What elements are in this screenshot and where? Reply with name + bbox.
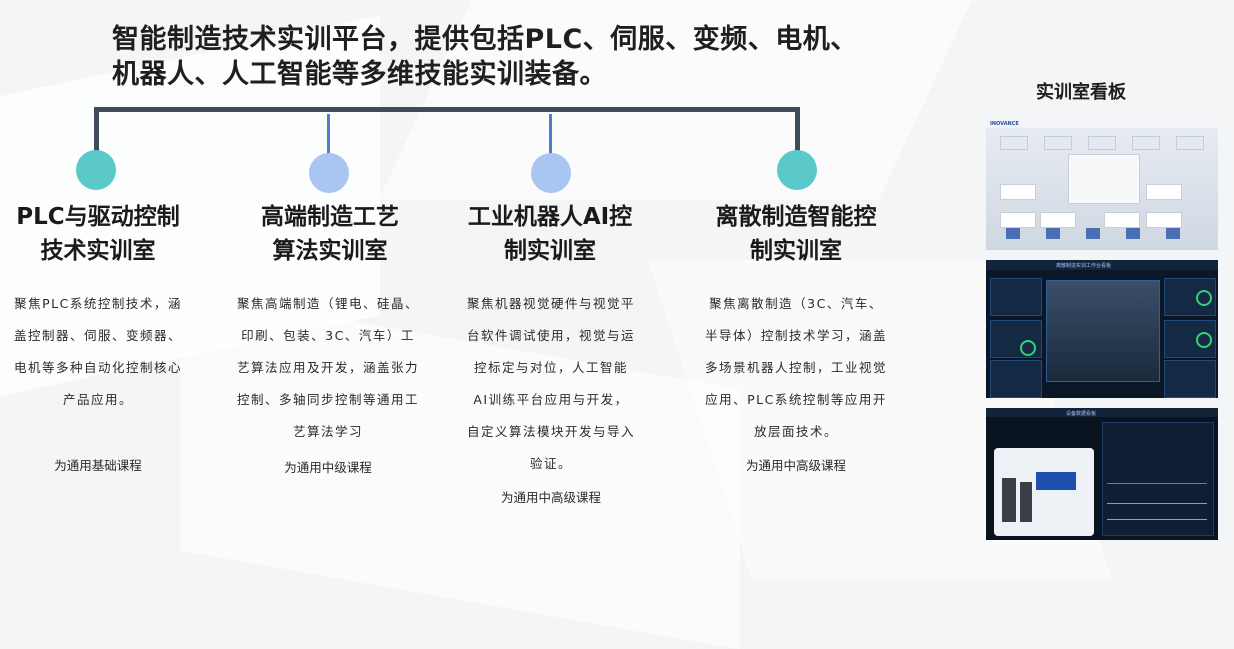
- gauge-icon: [1196, 290, 1212, 306]
- workstation-icon: [1006, 228, 1020, 239]
- screenshot-caption: 设备数据看板: [1066, 411, 1097, 417]
- device-module: [1020, 482, 1032, 522]
- workstation-icon: [1166, 228, 1180, 239]
- workstation-card: [1104, 212, 1140, 228]
- screenshot-tab: [1000, 136, 1028, 150]
- workstation-card: [1000, 212, 1036, 228]
- classroom-stage: [1068, 154, 1140, 204]
- headline-line-1: 智能制造技术实训平台，提供包括PLC、伺服、变频、电机、: [112, 24, 858, 55]
- connector-horizontal: [94, 107, 799, 112]
- workstation-icon: [1086, 228, 1100, 239]
- lab-1-description: 聚焦PLC系统控制技术，涵 盖控制器、伺服、变频器、 电机等多种自动化控制核心 …: [13, 296, 182, 407]
- screenshot-tab: [1132, 136, 1160, 150]
- page-headline: 智能制造技术实训平台，提供包括PLC、伺服、变频、电机、 机器人、人工智能等多维…: [112, 22, 872, 92]
- lab-2-title: 高端制造工艺 算法实训室: [261, 204, 399, 264]
- brand-logo: INOVANCE: [990, 121, 1019, 127]
- workstation-card: [1040, 212, 1076, 228]
- workstation-card: [1000, 184, 1036, 200]
- device-module: [1002, 478, 1016, 522]
- data-chart-panel: [1102, 422, 1214, 536]
- lab-overview-screenshot: INOVANCE: [986, 120, 1218, 250]
- chart-line: [1107, 503, 1207, 504]
- chart-line: [1107, 519, 1207, 520]
- gauge-icon: [1020, 340, 1036, 356]
- connector-branch-4: [795, 107, 800, 153]
- lab-1-title: PLC与驱动控制 技术实训室: [16, 204, 180, 264]
- headline-line-2: 机器人、人工智能等多维技能实训装备。: [112, 59, 607, 90]
- stats-panel: [1164, 360, 1216, 398]
- screenshot-header-bar: [986, 120, 1218, 128]
- machine-illustration: [1046, 280, 1160, 382]
- connector-branch-1: [94, 107, 99, 153]
- gauge-icon: [1196, 332, 1212, 348]
- lab-4-description: 聚焦离散制造（3C、汽车、 半导体）控制技术学习，涵盖 多场景机器人控制，工业视…: [704, 296, 887, 439]
- lab-4-level: 为通用中高级课程: [745, 458, 846, 473]
- stats-panel: [990, 360, 1042, 398]
- lab-4-title: 离散制造智能控 制实训室: [715, 204, 877, 264]
- lab-4-dot: [777, 150, 817, 190]
- device-data-screenshot: 设备数据看板: [986, 408, 1218, 540]
- screenshot-tab: [1088, 136, 1116, 150]
- machine-monitor-screenshot: 离散制造实训工作台看板: [986, 260, 1218, 398]
- lab-2-dot: [309, 153, 349, 193]
- workstation-icon: [1046, 228, 1060, 239]
- lab-1-level: 为通用基础课程: [54, 458, 142, 473]
- chart-line: [1107, 483, 1207, 484]
- lab-2-description: 聚焦高端制造（锂电、硅晶、 印刷、包装、3C、汽车）工 艺算法应用及开发，涵盖张…: [236, 296, 419, 439]
- lab-1-dot: [76, 150, 116, 190]
- connector-branch-2: [327, 114, 330, 154]
- workstation-card: [1146, 212, 1182, 228]
- screenshot-tab: [1044, 136, 1072, 150]
- screenshot-header-bar: [986, 408, 1218, 417]
- lab-3-title: 工业机器人AI控 制实训室: [467, 204, 633, 264]
- screenshot-header-bar: [986, 260, 1218, 270]
- workstation-card: [1146, 184, 1182, 200]
- lab-3-level: 为通用中高级课程: [500, 490, 601, 505]
- workstation-icon: [1126, 228, 1140, 239]
- device-screen: [1036, 472, 1076, 490]
- lab-3-description: 聚焦机器视觉硬件与视觉平 台软件调试使用，视觉与运 控标定与对位，人工智能 AI…: [466, 296, 635, 471]
- connector-branch-3: [549, 114, 552, 154]
- screenshot-caption: 离散制造实训工作台看板: [1056, 263, 1112, 269]
- lab-3-dot: [531, 153, 571, 193]
- board-title: 实训室看板: [1036, 82, 1126, 103]
- lab-2-level: 为通用中级课程: [284, 460, 372, 475]
- stats-panel: [990, 278, 1042, 316]
- screenshot-tab: [1176, 136, 1204, 150]
